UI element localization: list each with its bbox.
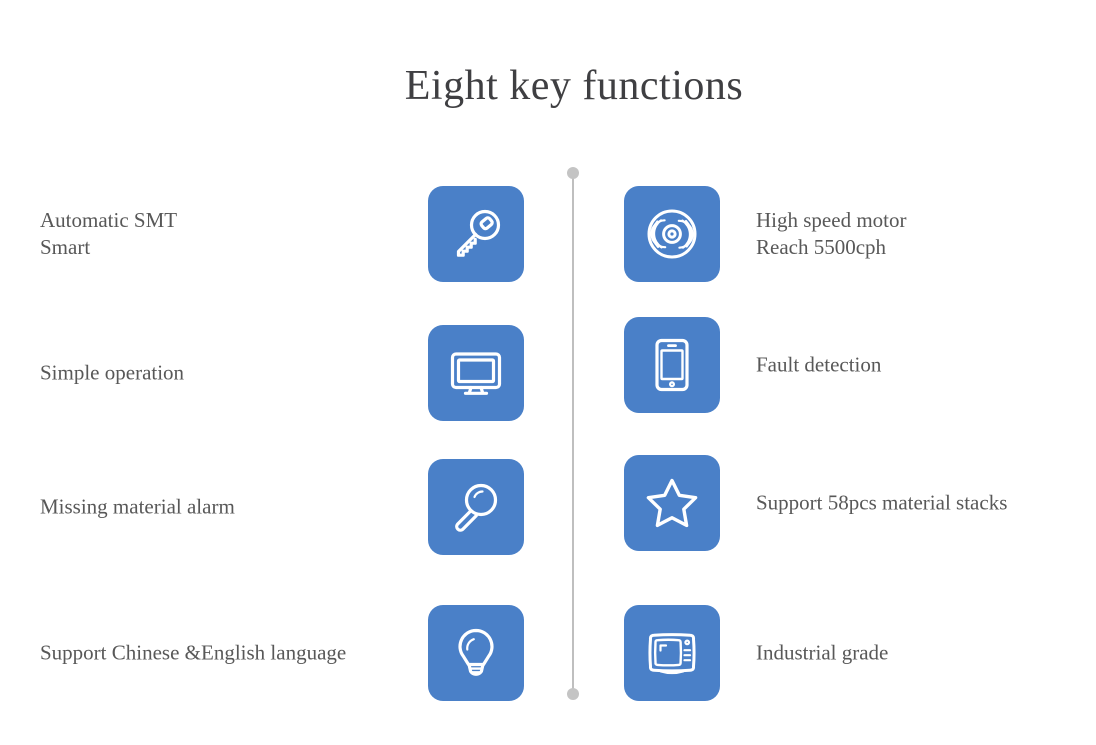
feature-label: Simple operation: [40, 360, 185, 385]
feature-item-industrial-grade[interactable]: Industrial grade: [624, 605, 1056, 701]
disc-icon: [647, 209, 697, 259]
feature-item-language-support[interactable]: Support Chinese &English language: [40, 605, 524, 701]
feature-item-automatic-smt[interactable]: Automatic SMT Smart: [40, 186, 524, 282]
feature-label: Support Chinese &English language: [40, 640, 347, 665]
lightbulb-icon: [458, 628, 494, 676]
feature-icon-tile[interactable]: [624, 186, 720, 282]
page-title: Eight key functions: [404, 63, 744, 110]
center-divider-line: [572, 173, 574, 694]
feature-label: Support 58pcs material stacks: [756, 490, 1008, 515]
feature-label: High speed motor Reach 5500cph: [756, 208, 907, 259]
feature-icon-tile[interactable]: [624, 605, 720, 701]
feature-item-fault-detection[interactable]: Fault detection: [624, 317, 1056, 413]
star-icon: [646, 478, 698, 528]
feature-icon-tile[interactable]: [428, 186, 524, 282]
feature-icon-tile[interactable]: [624, 455, 720, 551]
television-icon: [648, 633, 696, 675]
feature-item-material-stacks[interactable]: Support 58pcs material stacks: [624, 455, 1056, 551]
feature-label: Fault detection: [756, 352, 882, 377]
smartphone-icon: [655, 338, 689, 392]
feature-icon-tile[interactable]: [428, 325, 524, 421]
feature-item-high-speed-motor[interactable]: High speed motor Reach 5500cph: [624, 186, 1056, 282]
feature-label: Industrial grade: [756, 640, 889, 665]
feature-item-missing-material-alarm[interactable]: Missing material alarm: [40, 459, 524, 555]
feature-icon-tile[interactable]: [428, 605, 524, 701]
feature-label: Automatic SMT Smart: [40, 208, 178, 259]
feature-label: Missing material alarm: [40, 494, 235, 519]
divider-dot-top: [567, 167, 579, 179]
monitor-icon: [450, 352, 502, 395]
feature-item-simple-operation[interactable]: Simple operation: [40, 325, 524, 421]
magnifier-icon: [455, 483, 498, 532]
divider-dot-bottom: [567, 688, 579, 700]
feature-icon-tile[interactable]: [624, 317, 720, 413]
feature-icon-tile[interactable]: [428, 459, 524, 555]
key-icon: [456, 209, 501, 257]
